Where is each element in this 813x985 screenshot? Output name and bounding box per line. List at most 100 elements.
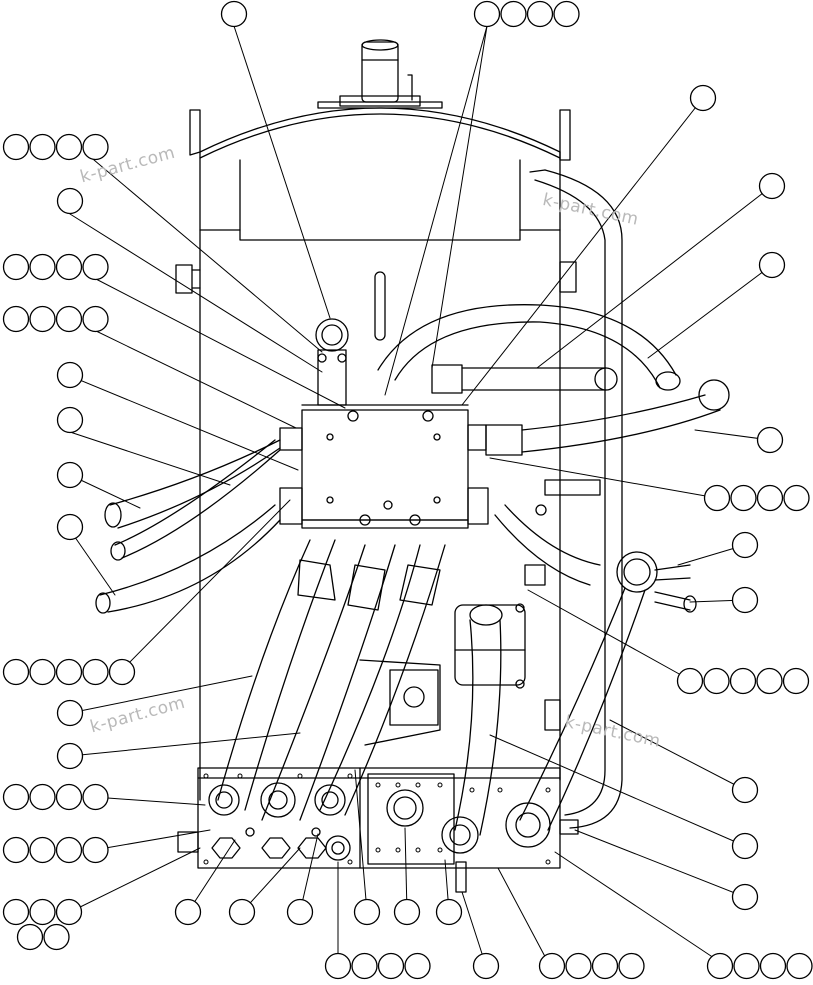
callout-bubble [783, 484, 810, 512]
callout-bubble [286, 898, 314, 926]
callout-bubble [82, 836, 109, 864]
callout-group-left-7 [56, 461, 84, 489]
callout-group-bottom-9 [538, 952, 645, 980]
callout-bubble [55, 658, 83, 686]
callout-group-right-4 [756, 426, 784, 454]
filter-housing [359, 479, 601, 746]
callout-bubble [758, 251, 786, 279]
callout-bubble [174, 898, 202, 926]
callout-group-left-1 [2, 133, 109, 161]
callout-group-bottom-6 [435, 898, 463, 926]
callout-group-bottom-4 [353, 898, 381, 926]
callout-group-right-6 [731, 531, 759, 559]
callout-bubble [55, 783, 83, 811]
callout-group-left-3 [2, 253, 109, 281]
callout-bubble [404, 952, 431, 980]
callout-bubble [55, 836, 83, 864]
callout-bubble [472, 952, 500, 980]
callout-bubble [703, 667, 730, 695]
callout-bubble [731, 531, 759, 559]
callout-bubble [756, 667, 783, 695]
callout-group-right-10 [731, 832, 759, 860]
callout-group-left-10 [56, 699, 84, 727]
callout-group-left-14 [2, 898, 83, 951]
bottom-manifold-plate [177, 767, 579, 893]
callout-bubble [377, 952, 405, 980]
callout-bubble [756, 426, 784, 454]
callout-bubble [689, 84, 717, 112]
callout-group-left-8 [56, 513, 84, 541]
callout-bubble [526, 0, 554, 28]
callout-bubble [29, 253, 56, 281]
callout-bubble [759, 952, 787, 980]
callout-bubble [2, 253, 30, 281]
callout-bubble [2, 133, 30, 161]
callout-bubble [55, 305, 83, 333]
callout-bubble [29, 305, 56, 333]
callout-group-right-3 [758, 251, 786, 279]
callout-bubble [56, 406, 84, 434]
callout-bubble [553, 0, 580, 28]
callout-group-left-9 [2, 658, 136, 686]
breather-cap [317, 39, 443, 109]
callout-bubble [82, 658, 109, 686]
callout-bubble [731, 883, 759, 911]
callout-group-left-12 [2, 783, 109, 811]
callout-bubble [565, 952, 592, 980]
callout-bubble [538, 952, 566, 980]
callout-bubble [55, 253, 83, 281]
callout-group-left-4 [2, 305, 109, 333]
callout-group-left-6 [56, 406, 84, 434]
callout-bubble [591, 952, 619, 980]
callout-bubble [82, 305, 109, 333]
callout-bubble [2, 783, 30, 811]
callout-bubble [733, 952, 760, 980]
callout-bubble [82, 253, 109, 281]
callout-group-right-7 [731, 586, 759, 614]
callout-bubble [108, 658, 136, 686]
callout-group-bottom-1 [174, 898, 202, 926]
callout-bubble [758, 172, 786, 200]
callout-bubble [500, 0, 527, 28]
control-valve-block [279, 318, 489, 529]
callout-bubble [731, 586, 759, 614]
callout-bubble [2, 836, 30, 864]
callout-group-bottom-10 [706, 952, 813, 980]
callout-group-top-center [220, 0, 248, 28]
callout-bubble [228, 898, 256, 926]
callout-bubble [29, 898, 56, 926]
callout-group-right-11 [731, 883, 759, 911]
callout-bubble [29, 133, 56, 161]
callout-group-right-1 [689, 84, 717, 112]
callout-bubble [56, 699, 84, 727]
callout-bubble [473, 0, 501, 28]
callout-bubble [756, 484, 784, 512]
callout-group-bottom-8 [472, 952, 500, 980]
callout-bubble [706, 952, 734, 980]
callout-group-right-5 [703, 484, 810, 512]
callout-bubble [56, 742, 84, 770]
callout-group-right-9 [731, 776, 759, 804]
callout-bubble [731, 832, 759, 860]
callout-bubble [353, 898, 381, 926]
callout-bubble [786, 952, 813, 980]
callout-group-right-2 [758, 172, 786, 200]
callout-bubble [43, 923, 70, 951]
callout-bubble [56, 361, 84, 389]
bolt-pattern [203, 773, 551, 865]
callout-group-bottom-5 [393, 898, 421, 926]
callout-bubble [618, 952, 645, 980]
leader-lines [69, 25, 773, 967]
callout-bubble [435, 898, 463, 926]
callout-bubble [55, 133, 83, 161]
callout-bubble [56, 461, 84, 489]
callout-bubble [55, 898, 83, 926]
callout-bubble [703, 484, 731, 512]
callout-bubble [351, 952, 378, 980]
callout-group-bottom-2 [228, 898, 256, 926]
callout-group-left-11 [56, 742, 84, 770]
hoses [95, 304, 730, 836]
